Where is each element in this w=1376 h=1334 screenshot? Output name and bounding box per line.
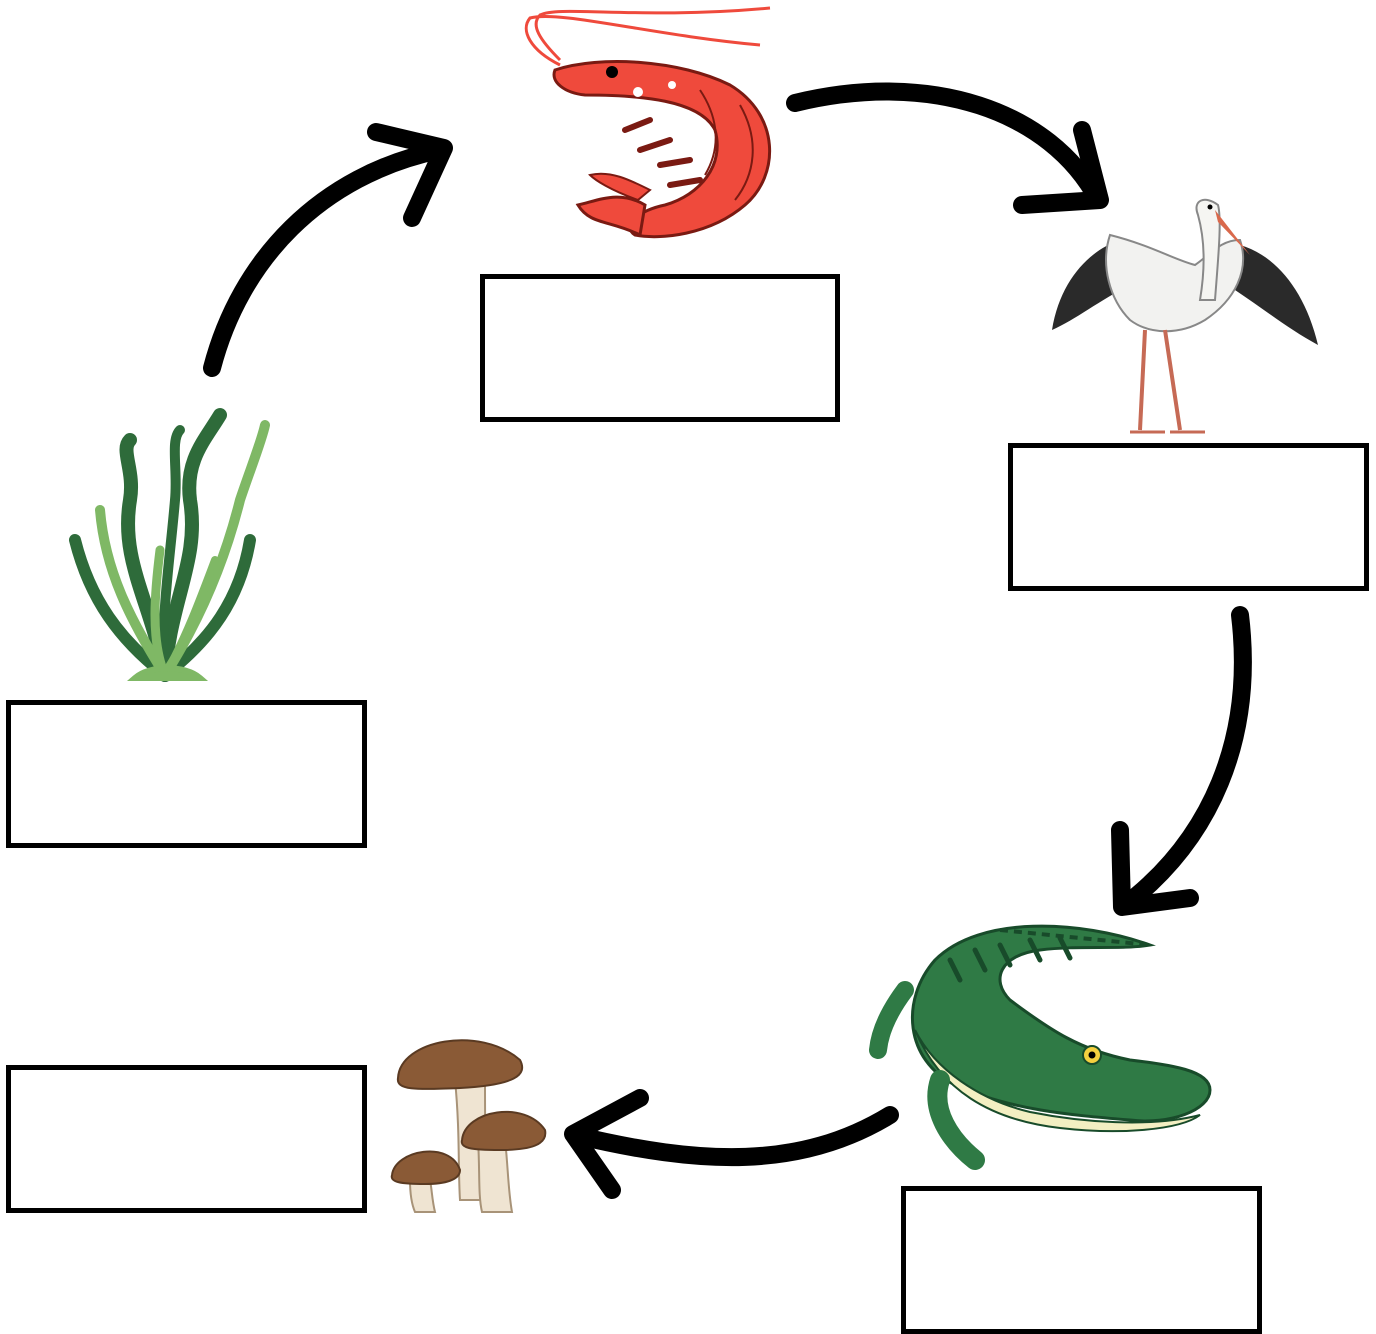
arrow-seaweed-to-shrimp [212, 132, 444, 368]
shrimp-icon [526, 8, 770, 237]
stork-icon [1052, 200, 1318, 432]
arrow-shrimp-to-stork [795, 92, 1100, 205]
mushroom-icon [392, 1040, 546, 1212]
arrow-crocodile-to-mushrooms [573, 1098, 890, 1190]
arrow-stork-to-crocodile [1120, 615, 1243, 907]
seaweed-icon [75, 415, 265, 678]
crocodile-icon [878, 926, 1210, 1160]
